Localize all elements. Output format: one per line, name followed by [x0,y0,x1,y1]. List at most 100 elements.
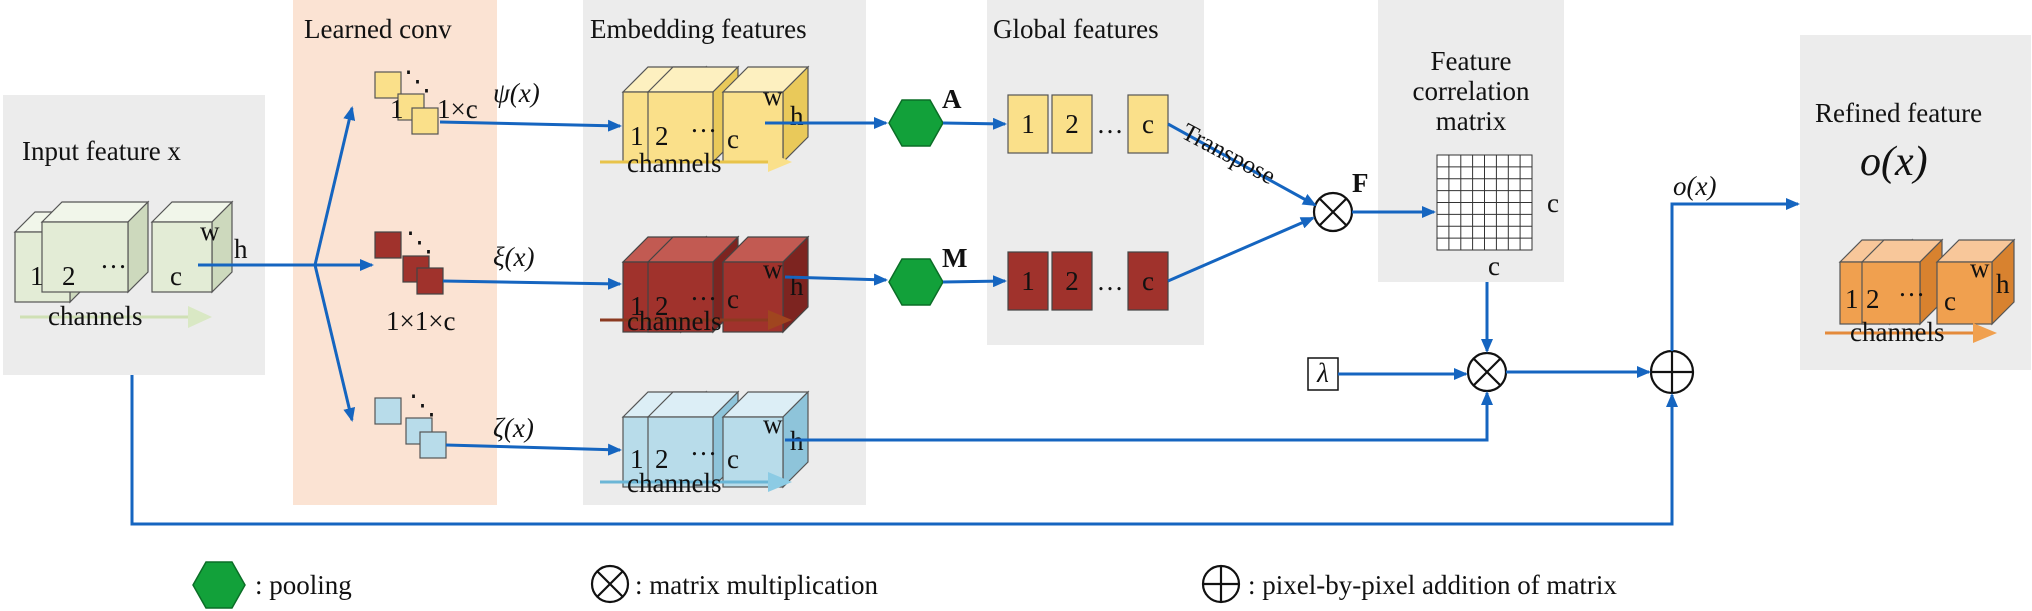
emb-xi-1: 1 [630,291,644,321]
embedding-panel-title: Embedding features [590,14,807,44]
legend-add-icon [1201,564,1241,604]
emb-zeta-channels-arrowhead [768,472,792,492]
refined-feature-stack: 1 2 … c w h channels [1825,238,2016,347]
input-label-c: c [170,261,182,291]
xi-label: ξ(x) [493,242,535,272]
input-label-1: 1 [30,261,44,291]
legend-pooling-icon [192,561,246,609]
input-block-2 [40,200,150,294]
global-panel-title: Global features [993,14,1159,44]
conv-kernel-psi: ⋱ 1 1×c [374,66,478,135]
correlation-title-line1: Feature [1431,46,1512,76]
global-row-A: 1 2 … c [1007,94,1169,154]
global-row-M: 1 2 … c [1007,251,1169,311]
refined-channels-arrowhead [1973,323,1997,343]
emb-xi-channels-arrowhead [768,310,792,330]
emb-xi-dots: … [690,276,717,306]
legend-pooling-label: : pooling [255,570,352,600]
correlation-title-line3: matrix [1436,106,1507,136]
emb-xi-2: 2 [655,291,669,321]
correlation-matrix-grid [1436,154,1533,251]
conv-psi-dots: ⋱ [404,66,431,96]
global-A-label-2: 2 [1065,109,1079,139]
refined-label-1: 1 [1845,284,1859,314]
conv-xi-dots: ⋱ [406,227,433,257]
psi-label: ψ(x) [493,78,540,108]
A-label: A [942,84,962,114]
refined-channels: channels [1850,317,1944,347]
input-feature-stack: 1 2 … c w h channels [13,200,248,331]
embedding-xi-stack: 1 2 … c w h channels [600,235,810,336]
legend: : pooling : matrix multiplication : pixe… [192,561,1617,609]
global-A-cell-1 [1007,94,1049,154]
emb-xi-c: c [727,284,739,314]
legend-add-label: : pixel-by-pixel addition of matrix [1248,570,1617,600]
refined-symbol: o(x) [1860,139,1928,185]
correlation-title-line2: correlation [1413,76,1530,106]
refined-label-h: h [1996,269,2010,299]
refined-label-c: c [1944,286,1956,316]
input-channels-arrowhead [188,306,212,328]
emb-zeta-1: 1 [630,444,644,474]
emb-zeta-dots: … [690,431,717,461]
refined-label-2: 2 [1866,284,1880,314]
lambda-box [1307,357,1339,391]
global-A-cell-2 [1051,94,1093,154]
input-label-2: 2 [62,261,76,291]
legend-matmul-icon [590,564,630,604]
input-channels-label: channels [48,301,142,331]
global-M-label-c: c [1142,266,1154,296]
conv-kernel-xi: ⋱ 1×1×c [374,227,455,336]
input-label-h: h [234,234,248,264]
input-label-w: w [200,216,220,246]
emb-xi-h: h [790,271,804,301]
emb-psi-1: 1 [630,121,644,151]
emb-zeta-channels: channels [627,468,721,498]
emb-xi-channels: channels [627,306,721,336]
refined-title: Refined feature [1815,98,1982,128]
global-M-label-dots: … [1097,266,1124,296]
correlation-label-c-right: c [1547,188,1559,218]
lambda-symbol: λ [1316,358,1329,388]
emb-zeta-2: 2 [655,444,669,474]
global-A-label-1: 1 [1021,109,1035,139]
pooling-hexagon-top [888,99,944,147]
global-M-cell-2 [1051,251,1093,311]
refined-label-dots: … [1898,272,1925,302]
conv-psi-size: 1×c [437,94,478,124]
conv-panel-title: Learned conv [304,14,452,44]
emb-xi-w: w [763,254,783,284]
input-panel-title: Input feature x [22,136,181,166]
global-M-label-2: 2 [1065,266,1079,296]
emb-psi-2: 2 [655,121,669,151]
ox-label: o(x) [1673,171,1716,201]
global-M-cell-c [1127,251,1169,311]
legend-matmul-label: : matrix multiplication [635,570,878,600]
matmul-operator-F [1312,191,1354,233]
edges [130,106,1800,526]
emb-psi-channels: channels [627,148,721,178]
emb-zeta-c: c [727,444,739,474]
embedding-psi-stack: 1 2 … c w h channels [600,65,810,178]
correlation-label-c-bottom: c [1488,251,1500,281]
global-M-cell-1 [1007,251,1049,311]
emb-psi-dots: … [690,108,717,138]
emb-psi-h: h [790,101,804,131]
refined-label-w: w [1970,253,1990,283]
F-label: F [1352,168,1369,198]
conv-zeta-dots: ⋱ [409,390,436,420]
matmul-operator-lambda [1466,351,1508,393]
global-M-label-1: 1 [1021,266,1035,296]
conv-psi-one: 1 [390,94,404,124]
input-label-dots: … [100,244,127,274]
global-A-label-c: c [1142,109,1154,139]
add-operator [1649,349,1695,395]
conv-kernel-zeta: ⋱ [374,390,447,459]
M-label: M [942,243,967,273]
global-A-label-dots: … [1097,109,1124,139]
pooling-hexagon-mid [888,258,944,306]
embedding-zeta-stack: 1 2 … c w h channels [600,390,810,498]
emb-psi-channels-arrowhead [768,152,792,172]
emb-psi-w: w [763,81,783,111]
